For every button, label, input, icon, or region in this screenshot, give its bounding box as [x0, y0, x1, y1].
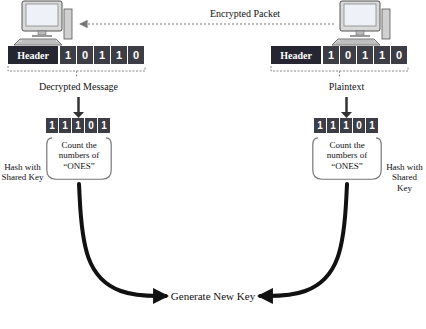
bit-cell: 1 — [357, 46, 374, 64]
bit-digit: 1 — [65, 49, 71, 61]
label-text: Hash with Shared Key — [1, 162, 43, 182]
bit-cell: 1 — [94, 46, 111, 64]
bit-digit: 0 — [345, 49, 351, 61]
header-cell: Header — [271, 46, 321, 64]
bit-cell: 1 — [72, 118, 85, 133]
bit-cell: 1 — [327, 118, 340, 133]
label-text: Plaintext — [329, 81, 365, 92]
bit-cell: 1 — [59, 118, 72, 133]
hash-label: Hash with Shared Key — [384, 162, 425, 193]
bit-cell: 0 — [77, 46, 94, 64]
down-arrow — [77, 97, 80, 113]
computer-icon — [332, 1, 390, 45]
down-arrow — [345, 97, 348, 113]
bit-digit: 1 — [343, 120, 349, 131]
computer-icon — [14, 1, 72, 45]
result-label: Generate New Key — [153, 290, 273, 303]
bit-cell: 0 — [391, 46, 408, 64]
bit-digit: 0 — [82, 49, 88, 61]
bit-cell: 1 — [323, 46, 340, 64]
curved-arrow — [79, 184, 166, 296]
bit-digit: 1 — [369, 120, 375, 131]
bit-digit: 1 — [101, 120, 107, 131]
bit-cell: 1 — [374, 46, 391, 64]
bit-digit: 1 — [362, 49, 368, 61]
count-bracket: Count the numbers of “ONES” — [46, 137, 112, 180]
bit-digit: 1 — [328, 49, 334, 61]
packet-bracket — [8, 66, 145, 77]
curved-arrow — [260, 184, 347, 296]
bit-digit: 0 — [88, 120, 94, 131]
count-text: Count the numbers of “ONES” — [50, 140, 108, 171]
bit-digit: 1 — [317, 120, 323, 131]
bit-digit: 1 — [99, 49, 105, 61]
bit-cell: 1 — [98, 118, 111, 133]
bit-digit: 1 — [116, 49, 122, 61]
header-text: Header — [17, 50, 49, 61]
bit-cell: 1 — [111, 46, 128, 64]
bit-cell: 1 — [366, 118, 379, 133]
label-text: Generate New Key — [171, 290, 255, 302]
message-label: Decrypted Message — [18, 81, 139, 93]
label-text: Encrypted Packet — [210, 8, 280, 19]
header-text: Header — [280, 50, 312, 61]
bit-cell: 0 — [128, 46, 145, 64]
count-text: Count the numbers of “ONES” — [316, 140, 378, 171]
bit-cell: 1 — [60, 46, 77, 64]
bit-digit: 1 — [49, 120, 55, 131]
bit-digit: 1 — [379, 49, 385, 61]
bit-cell: 0 — [340, 46, 357, 64]
bit-digit: 1 — [330, 120, 336, 131]
bit-cell: 1 — [314, 118, 327, 133]
bit-cell: 1 — [340, 118, 353, 133]
bit-digit: 1 — [62, 120, 68, 131]
packet-bracket — [271, 66, 408, 77]
hash-label: Hash with Shared Key — [1, 162, 44, 183]
bit-cell: 0 — [353, 118, 366, 133]
bit-digit: 0 — [396, 49, 402, 61]
header-cell: Header — [8, 46, 58, 64]
packet-label: Encrypted Packet — [185, 8, 305, 20]
bracket-outline — [47, 138, 111, 179]
count-bracket: Count the numbers of “ONES” — [312, 137, 382, 180]
label-text: Hash with Shared Key — [386, 162, 423, 193]
message-label: Plaintext — [286, 81, 407, 93]
bit-cell: 0 — [85, 118, 98, 133]
bracket-outline — [313, 138, 381, 179]
bit-digit: 0 — [133, 49, 139, 61]
label-text: Decrypted Message — [39, 81, 118, 92]
packet-arrow — [80, 23, 334, 24]
bit-cell: 1 — [46, 118, 59, 133]
bit-digit: 0 — [356, 120, 362, 131]
bit-digit: 1 — [75, 120, 81, 131]
